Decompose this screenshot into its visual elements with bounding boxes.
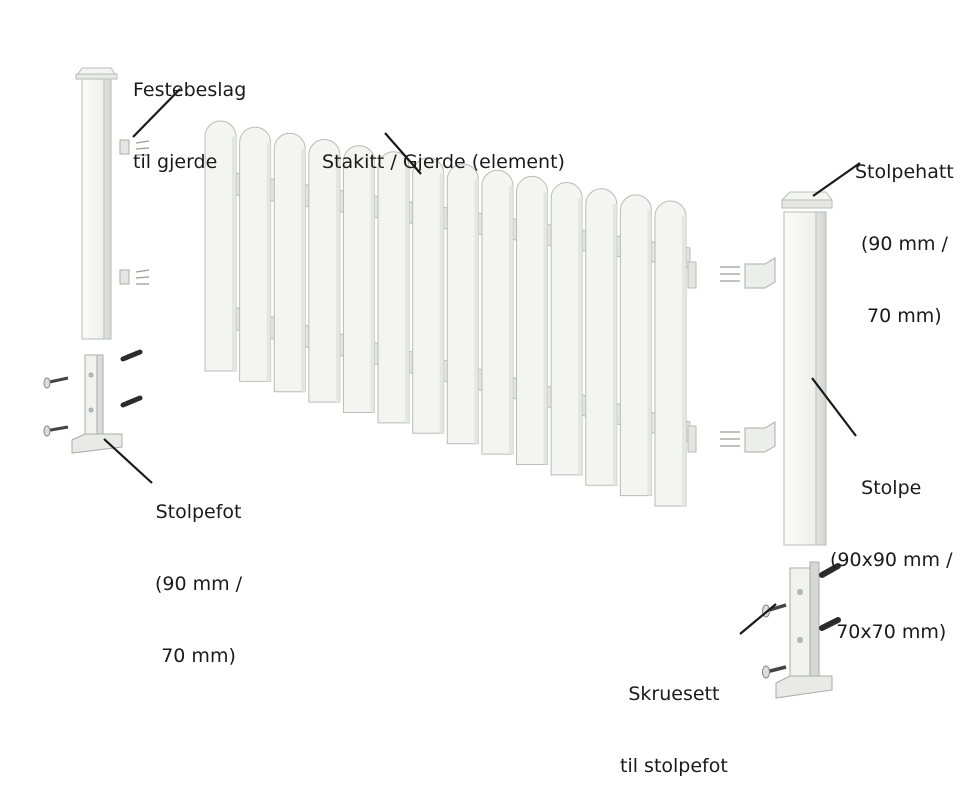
picket-shade (474, 179, 479, 444)
picket (239, 126, 272, 382)
picket (308, 139, 341, 403)
label-festebeslag-line: Festebeslag (133, 79, 247, 101)
right-post-foot (775, 561, 833, 699)
picket-shade (508, 185, 513, 455)
picket-shade (543, 191, 548, 465)
label-stolpe-line: (90x90 mm / (830, 549, 953, 571)
picket-shade (301, 148, 306, 392)
leader-festebeslag (132, 88, 181, 138)
leader-stolpe (811, 377, 857, 437)
label-stolpefot: Stolpefot (90 mm / 70 mm) (155, 452, 242, 692)
picket-shade (647, 210, 652, 496)
picket (550, 182, 583, 476)
picket-shade (232, 136, 236, 371)
left-post (75, 67, 118, 340)
label-skruesett-line: Skruesett (628, 683, 720, 705)
picket-shade (612, 204, 617, 486)
label-stolpefot-line: 70 mm) (161, 645, 236, 667)
label-stolpe-line: Stolpe (861, 477, 922, 499)
leader-stakitt (384, 132, 422, 175)
label-stolpehatt: Stolpehatt (90 mm / 70 mm) (855, 112, 954, 352)
picket (204, 120, 237, 372)
leader-stolpefot (103, 438, 153, 484)
picket (412, 157, 445, 434)
label-festebeslag: Festebeslag til gjerde (133, 30, 246, 198)
label-skruesett-line: til stolpefot (620, 755, 728, 777)
left-foot-screws (43, 349, 143, 437)
label-skruesett: Skruesett til stolpefot (620, 634, 728, 802)
picket (654, 200, 687, 507)
right-post (783, 211, 827, 546)
leader-lines (103, 88, 861, 635)
label-stolpefot-line: (90 mm / (155, 573, 243, 595)
picket (342, 145, 375, 414)
label-stakitt: Stakitt / Gjerde (element) (322, 102, 565, 198)
pickets (204, 120, 687, 507)
post-cap (780, 191, 833, 209)
picket (619, 194, 652, 497)
label-stolpe-line: 70x70 mm) (836, 621, 947, 643)
leader-stolpehatt (812, 162, 861, 197)
picket (516, 175, 549, 465)
picket-shade (578, 198, 583, 475)
label-stolpe: Stolpe (90x90 mm / 70x70 mm) (830, 428, 953, 668)
picket (481, 169, 514, 455)
fence-assembly-diagram (43, 67, 861, 699)
label-stolpehatt-line: Stolpehatt (855, 161, 954, 183)
picket-shade (335, 154, 340, 403)
label-stakitt-line: Stakitt / Gjerde (element) (322, 151, 565, 173)
picket-shade (266, 142, 271, 382)
label-festebeslag-line: til gjerde (133, 151, 218, 173)
picket (585, 188, 618, 486)
screw-set (762, 563, 841, 679)
left-fence-bracket (119, 139, 150, 285)
picket (377, 151, 410, 424)
picket (446, 163, 479, 445)
left-post-foot (71, 354, 123, 454)
label-stolpehatt-line: (90 mm / (860, 233, 948, 255)
picket-shade (439, 173, 444, 434)
picket-shade (682, 216, 686, 506)
picket (273, 132, 306, 393)
picket-fence-element (204, 120, 697, 507)
label-stolpefot-line: Stolpefot (155, 501, 242, 523)
leader-skruesett (739, 603, 777, 635)
picket-shade (370, 161, 375, 413)
right-fence-bracket (720, 257, 776, 453)
label-stolpehatt-line: 70 mm) (867, 305, 942, 327)
picket-shade (405, 167, 410, 423)
